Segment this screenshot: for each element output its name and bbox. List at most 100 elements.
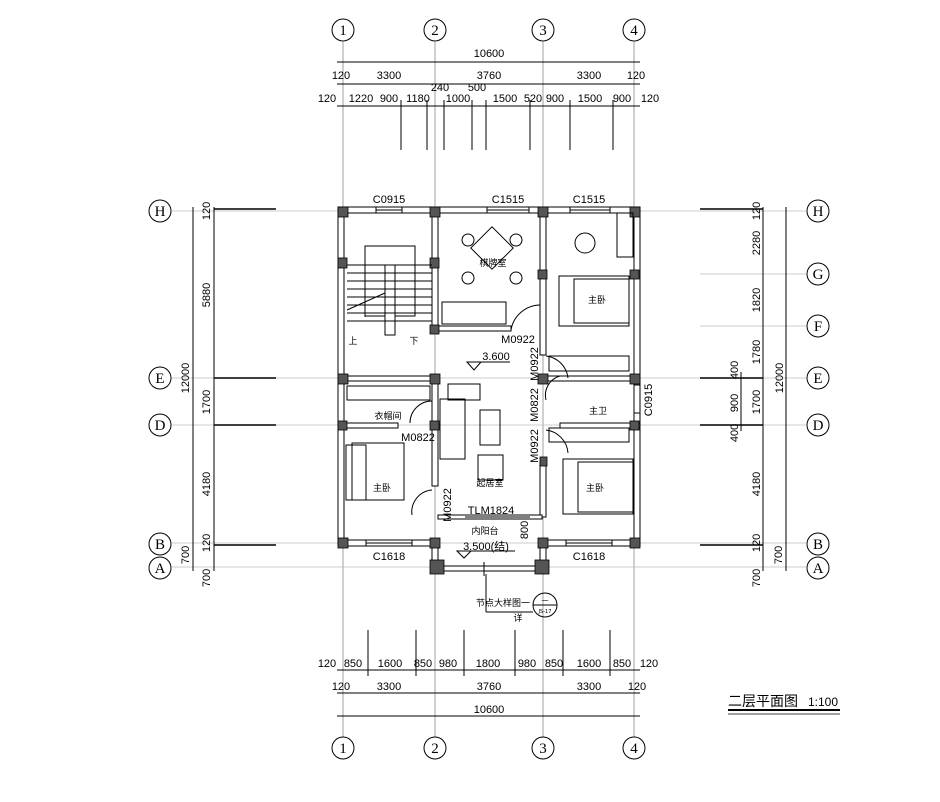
room-labels-part: 下 (409, 337, 418, 347)
room-labels-part: 主卫 (589, 405, 607, 417)
furniture-part (439, 398, 466, 460)
axis-1-bottom-part (331, 736, 355, 760)
axis-B-right: B (806, 532, 830, 556)
axis-F-right-part: F (814, 319, 822, 335)
furniture-part (548, 427, 630, 443)
bottom-dimensions-part: 1600 (577, 658, 601, 670)
right-dimensions-part: 700 (751, 569, 763, 587)
walls-part (437, 325, 512, 332)
room-labels-part: 主卧 (373, 482, 391, 494)
columns-part (629, 537, 641, 549)
left-dimensions-part: 120 (201, 534, 213, 552)
left-dimensions-part: 700 (201, 569, 213, 587)
axis-B-left: B (148, 532, 172, 556)
elevation-marks-part (465, 361, 510, 371)
walls-part (539, 461, 547, 518)
columns-part (629, 269, 640, 280)
axis-E-right-part (806, 366, 830, 390)
bottom-dimensions-part: 850 (545, 658, 563, 670)
axis-B-right-part (806, 532, 830, 556)
walls-part (431, 375, 439, 487)
drawing-scale: 1:100 (808, 695, 838, 709)
window-label: C1515 (492, 194, 524, 206)
room-labels-part: 内阳台 (471, 525, 498, 537)
detail-callout-part: JS-17 (538, 609, 552, 615)
axis-A-right-part (806, 556, 830, 580)
stair (346, 245, 432, 336)
axis-G-right: G (806, 262, 830, 286)
right-dimensions-part: 120 (751, 534, 763, 552)
grid-lines (172, 42, 806, 737)
columns-part (429, 257, 440, 269)
top-dimensions-part: 1000 (446, 93, 470, 105)
walls-part (337, 375, 437, 382)
walls-part (431, 206, 439, 333)
axis-1-top: 1 (331, 18, 355, 42)
furniture-part (616, 212, 634, 258)
axis-3-bottom: 3 (531, 736, 555, 760)
columns-part (537, 206, 549, 218)
top-dimensions-part: 1500 (578, 93, 602, 105)
top-dimensions-part: 520 (524, 93, 542, 105)
axis-1-top-part (331, 18, 355, 42)
room-labels-part: 主卧 (588, 294, 606, 306)
furniture-part (346, 385, 431, 401)
axis-2-bottom-part (423, 736, 447, 760)
left-dimensions: 120 5880 12000 1700 4180 120 700 700 (180, 202, 213, 587)
window-label: C0915 (373, 194, 405, 206)
elevation-marks-part: 3.600 (482, 351, 510, 363)
axis-bubbles: 1 2 3 4 1 2 3 4 H E D B A H G F E D B A (148, 18, 830, 760)
axis-G-right-part (806, 262, 830, 286)
columns-part (429, 559, 445, 575)
axis-4-bottom-part: 4 (630, 741, 638, 757)
windows-part (633, 384, 641, 414)
right-dimensions-part: 400 (729, 361, 741, 379)
elevation-marks-part (455, 550, 515, 559)
axis-4-top: 4 (622, 18, 646, 42)
doors-part (411, 489, 433, 516)
door-label: M0922 (529, 429, 541, 463)
bottom-dimensions-part: 980 (439, 658, 457, 670)
furniture-part (574, 232, 596, 254)
axis-B-left-part: B (155, 537, 165, 553)
axis-F-right-part (806, 314, 830, 338)
top-dimensions-part: 1220 (349, 93, 373, 105)
axis-A-left: A (148, 556, 172, 580)
top-dimensions-part: 900 (546, 93, 564, 105)
columns (337, 206, 641, 575)
columns-part (429, 537, 441, 549)
furniture-part (573, 278, 630, 324)
walls-part (437, 565, 541, 572)
window-label: C1618 (373, 551, 405, 563)
furniture-part (461, 271, 475, 285)
bottom-dimensions-part: 850 (344, 658, 362, 670)
left-dimensions-part: 1700 (201, 390, 213, 414)
room-labels-part: 棋牌室 (479, 257, 506, 269)
axis-E-left-part (148, 366, 172, 390)
furniture-part (470, 226, 514, 270)
right-dimensions-part: 1700 (751, 390, 763, 414)
detail-callout-part: 详 (513, 612, 522, 624)
axis-1-top-part: 1 (339, 23, 347, 39)
furniture-part (345, 444, 367, 501)
furniture-part (548, 355, 630, 372)
columns-part (629, 206, 641, 218)
door-label: M0822 (529, 388, 541, 422)
window-label: C1618 (573, 551, 605, 563)
bottom-dimensions-part: 3760 (477, 681, 501, 693)
axis-B-right-part: B (813, 537, 823, 553)
axis-4-top-part (622, 18, 646, 42)
furniture-part (461, 233, 475, 247)
furniture-part (447, 383, 481, 401)
detail-callout-part: 节点大样图一 (476, 597, 530, 609)
elevation-marks-part: 3.500(结) (463, 540, 509, 553)
walls-part (539, 206, 547, 356)
doors-part (544, 375, 561, 401)
right-dimensions-part: 700 (773, 546, 785, 564)
axis-2-top-part: 2 (431, 23, 439, 39)
columns-part (429, 420, 440, 431)
detail-callout: 节点大样图一 详 一 JS-17 (476, 562, 558, 624)
axis-F-right: F (806, 314, 830, 338)
furniture (345, 212, 634, 515)
bottom-dimensions-part: 3300 (577, 681, 601, 693)
